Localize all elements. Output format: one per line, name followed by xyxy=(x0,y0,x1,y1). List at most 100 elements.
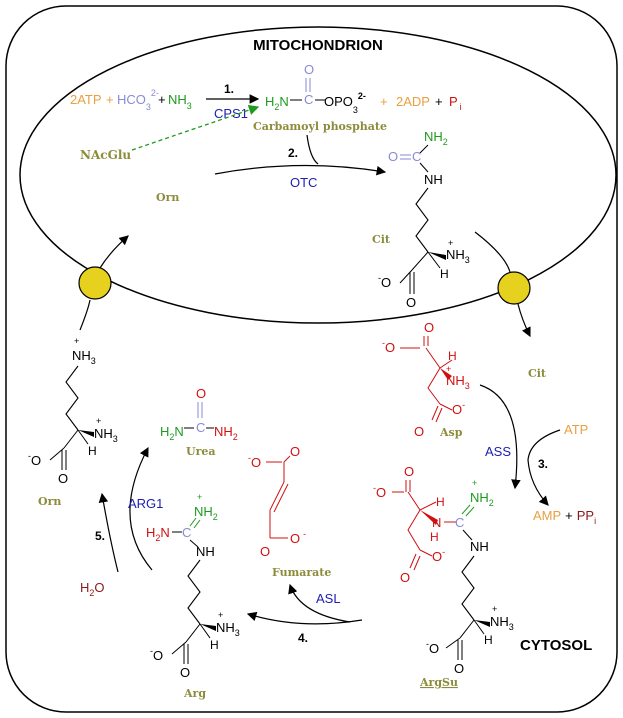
citrulline-mito-label: Cit xyxy=(372,233,391,246)
phosphate-group: OPO32- xyxy=(324,91,366,115)
amine-group: H2N xyxy=(265,94,289,112)
reaction-4-arrow xyxy=(246,611,363,625)
step-number: 5. xyxy=(95,529,105,543)
fumarate-label: Fumarate xyxy=(272,566,331,579)
carbamoyl-input-arc xyxy=(306,134,319,165)
charge-plus: + xyxy=(492,604,497,614)
charge-plus: + xyxy=(74,336,79,346)
charge-plus: + xyxy=(96,416,101,426)
carboxylate-o: O- xyxy=(290,529,306,546)
urea-label: Urea xyxy=(186,445,216,458)
arginine-label: Arg xyxy=(183,687,206,700)
atom-o: O xyxy=(304,62,314,77)
ornithine-transporter xyxy=(78,266,112,300)
amp-ppi-products: AMP+PPi xyxy=(533,508,596,526)
amino-group: NH3 xyxy=(446,373,470,391)
carboxyl-o: O xyxy=(400,570,410,585)
plus-sign: + xyxy=(158,92,166,107)
alpha-h: H xyxy=(440,267,449,281)
n-group: N xyxy=(432,515,441,530)
alpha-h: H xyxy=(210,638,219,652)
urea-nh2-left: H2N xyxy=(160,424,184,442)
fumarate-arrow xyxy=(288,583,351,623)
orn-import-in xyxy=(79,299,91,331)
reaction-2-arrow xyxy=(214,164,387,176)
reaction-5: ARG1 5. H2O xyxy=(80,446,163,598)
carbonyl-o: O xyxy=(196,386,206,401)
charge-plus: + xyxy=(218,610,223,620)
enzyme-ass: ASS xyxy=(485,444,511,459)
nacglu-activator: NAcGlu xyxy=(80,148,131,162)
guanidino-c: C xyxy=(182,525,191,540)
orn-import-out xyxy=(99,235,129,269)
urea-nh2-right: NH2 xyxy=(214,424,238,442)
ammonia: NH3 xyxy=(168,92,192,111)
atp-reactant: 2ATP xyxy=(70,92,102,107)
guanidino-nh2: NH2 xyxy=(470,490,494,508)
urea-structure: O C H2N NH2 xyxy=(160,386,238,442)
carboxylate-o: -O xyxy=(382,338,395,355)
ornithine-structure: + NH3 + NH3 H -O O xyxy=(28,336,118,486)
enzyme-arg1: ARG1 xyxy=(128,496,163,511)
carboxylate-o: -O xyxy=(426,639,439,656)
guanidino-nh2: NH2 xyxy=(194,504,218,522)
citrulline-structure: NH2 O C NH + NH3 H -O O Cit xyxy=(372,129,470,310)
amine-group: NH2 xyxy=(424,129,448,147)
carboxyl-o: O xyxy=(414,424,424,439)
charge-plus: + xyxy=(472,478,477,488)
alpha-h: H xyxy=(448,349,457,363)
carboxylate-o: O- xyxy=(452,400,465,417)
cell-border xyxy=(5,5,618,713)
carboxylate-o: -O xyxy=(373,483,386,500)
carboxyl-o: O xyxy=(180,665,190,680)
carbamoyl-phosphate-label: Carbamoyl phosphate xyxy=(253,120,387,133)
cit-export-out xyxy=(517,303,531,338)
adp-product: 2ADP xyxy=(396,94,430,109)
carbonyl-o: O xyxy=(424,320,434,335)
argininosuccinate-structure: -O O H N H C + NH2 NH + NH3 H -O O O- xyxy=(373,464,514,676)
cytosol-label: CYTOSOL xyxy=(520,637,592,654)
carbonyl-o: O xyxy=(290,444,300,459)
nh-group: NH xyxy=(470,539,489,554)
carboxylate-o: -O xyxy=(150,646,163,663)
fumarate-structure: -O O O O- xyxy=(248,444,306,559)
step-number: 4. xyxy=(298,631,308,645)
carboxylate-o: -O xyxy=(248,453,261,470)
carbonyl-o: O xyxy=(404,464,414,479)
alpha-h: H xyxy=(484,633,493,647)
urea-c: C xyxy=(196,420,205,435)
argininosuccinate-label: ArgSu xyxy=(419,676,458,689)
plus-sign: + xyxy=(380,94,388,109)
atp-amp-arrow xyxy=(527,429,561,506)
ornithine-cyto-label: Orn xyxy=(38,495,61,508)
atp-cofactor: ATP xyxy=(564,422,588,437)
water-input-arrow xyxy=(98,492,119,573)
charge-plus: + xyxy=(448,238,453,248)
carboxylate-o: -O xyxy=(28,451,41,468)
reaction-3-arrow xyxy=(479,384,521,490)
step-number: 3. xyxy=(538,457,548,471)
carbonyl-o: O xyxy=(260,544,270,559)
carboxyl-o: O xyxy=(58,471,68,486)
mitochondrion-membrane xyxy=(19,26,617,324)
reaction-2: 2. OTC Orn xyxy=(156,134,387,204)
carbonyl-c: C xyxy=(412,149,421,164)
alpha-h: H xyxy=(436,495,445,509)
n-h: H xyxy=(430,530,439,544)
carboxylate-o: -O xyxy=(378,273,391,290)
step-number: 1. xyxy=(224,82,234,96)
reaction-1: 2ATP + HCO32- + NH3 1. CPS1 O C H2N OPO3… xyxy=(70,62,462,162)
ornithine-mito-label: Orn xyxy=(156,191,179,204)
carbonyl-o: O xyxy=(388,149,398,164)
atom-c: C xyxy=(304,92,313,107)
alpha-h: H xyxy=(88,444,97,458)
carboxylate-o: O- xyxy=(432,547,445,564)
mitochondrion-label: MITOCHONDRION xyxy=(253,37,383,54)
charge-plus: + xyxy=(446,364,451,374)
reaction-4: ASL 4. xyxy=(246,583,363,645)
amino-group: NH3 xyxy=(216,620,240,638)
amino-group: NH3 xyxy=(446,247,470,265)
bicarbonate: HCO32- xyxy=(117,88,159,112)
